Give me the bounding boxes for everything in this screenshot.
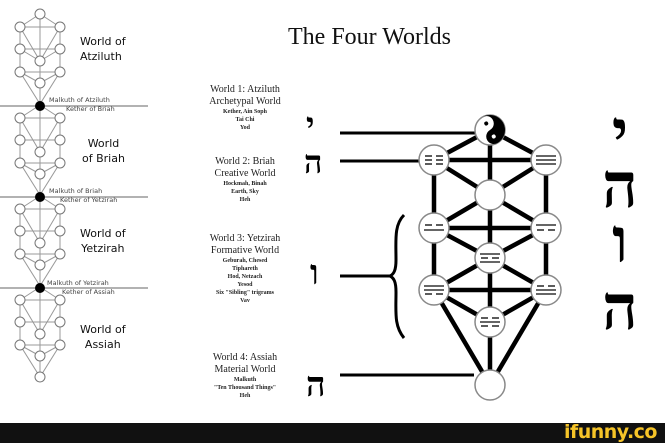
junction-upper-label: Malkuth of Atziluth — [49, 96, 110, 104]
hebrew-letter: ה — [602, 271, 638, 344]
hebrew-letter: י — [611, 96, 629, 169]
junction-lower-label: Kether of Briah — [66, 105, 115, 113]
node-tiphareth — [474, 242, 506, 274]
world-subheading: Material World — [214, 364, 276, 375]
world-subheading: Creative World — [214, 168, 276, 179]
trigram-icon — [536, 285, 556, 295]
world-detail: Tai Chi — [235, 117, 255, 123]
world-heading: World 2: Briah — [215, 156, 275, 167]
node-binah — [418, 144, 450, 176]
junction-upper-label: Malkuth of Briah — [49, 187, 103, 195]
world-detail: Heh — [239, 393, 251, 399]
world-1-block: World 1: Atziluth Archetypal World Kethe… — [185, 84, 305, 132]
watermark-bar: ifunny.co — [0, 421, 665, 443]
trigram-icon — [424, 224, 444, 231]
label-line: World of — [80, 35, 126, 48]
world-detail: Hod, Netzach — [227, 274, 263, 280]
ifunny-watermark: ifunny.co — [563, 421, 658, 443]
world-detail: Yod — [239, 125, 250, 131]
node-malkuth — [474, 369, 506, 401]
trigram-icon — [480, 253, 500, 263]
hebrew-heh-lower-letter: ה — [306, 365, 326, 405]
page-title: The Four Worlds — [288, 24, 451, 50]
world-assiah-label: World of Assiah — [80, 322, 126, 352]
world-detail: Six "Sibling" trigrams — [215, 290, 274, 296]
hebrew-letter: ו — [612, 204, 628, 277]
world-detail: Geburah, Chesed — [222, 258, 268, 264]
world-atziluth-label: World of Atziluth — [80, 34, 126, 64]
hebrew-heh-upper-letter: ה — [304, 143, 323, 181]
trigram-icon — [480, 317, 500, 327]
yin-yang-icon — [474, 114, 506, 146]
world-detail: Yesod — [237, 282, 253, 288]
brace-icon — [386, 213, 406, 339]
world-detail: Kether, Ain Soph — [223, 109, 267, 115]
junction-lower-label: Kether of Assiah — [62, 288, 115, 296]
world-3-block: World 3: Yetzirah Formative World Gebura… — [185, 233, 305, 305]
label-line: Assiah — [84, 338, 121, 351]
node-daath — [474, 179, 506, 211]
world-subheading: Archetypal World — [209, 96, 281, 107]
world-heading: World 1: Atziluth — [210, 84, 280, 95]
main-tree-diagram — [340, 114, 562, 401]
label-line: World — [87, 137, 120, 150]
world-briah-label: World of Briah — [82, 136, 125, 166]
world-yetzirah-label: World of Yetzirah — [80, 226, 126, 256]
tetragrammaton-vertical: י ה ו ה — [590, 96, 650, 348]
trigram-kun-icon — [425, 155, 443, 165]
node-geburah — [418, 212, 450, 244]
world-detail: Vav — [240, 298, 250, 304]
left-tree-diagram — [0, 8, 148, 383]
world-detail: Malkuth — [233, 377, 257, 383]
label-line: Yetzirah — [81, 242, 125, 255]
hebrew-vav-letter: ו — [310, 253, 319, 293]
label-line: Atziluth — [80, 50, 122, 63]
world-heading: World 3: Yetzirah — [209, 233, 281, 244]
label-line: World of — [80, 323, 126, 336]
world-4-block: World 4: Assiah Material World Malkuth "… — [185, 352, 305, 400]
label-line: of Briah — [82, 152, 125, 165]
junction-lower-label: Kether of Yetzirah — [60, 196, 118, 204]
label-line: World of — [80, 227, 126, 240]
hebrew-letter: ה — [602, 149, 638, 222]
node-chesed — [530, 212, 562, 244]
trigram-icon — [536, 224, 556, 231]
world-detail: Heh — [239, 197, 251, 203]
world-2-block: World 2: Briah Creative World Hockmah, B… — [185, 156, 305, 204]
world-subheading: Formative World — [210, 245, 280, 256]
world-detail: Earth, Sky — [231, 189, 259, 195]
world-detail: Tiphareth — [232, 266, 258, 272]
junction-upper-label: Malkuth of Yetzirah — [47, 279, 109, 287]
hebrew-yod-letter: י — [306, 105, 315, 143]
trigram-qian-icon — [536, 155, 556, 165]
world-heading: World 4: Assiah — [212, 352, 278, 363]
world-detail: Hockmah, Binah — [223, 181, 267, 187]
world-detail: "Ten Thousand Things" — [213, 385, 277, 391]
trigram-icon — [424, 285, 444, 295]
